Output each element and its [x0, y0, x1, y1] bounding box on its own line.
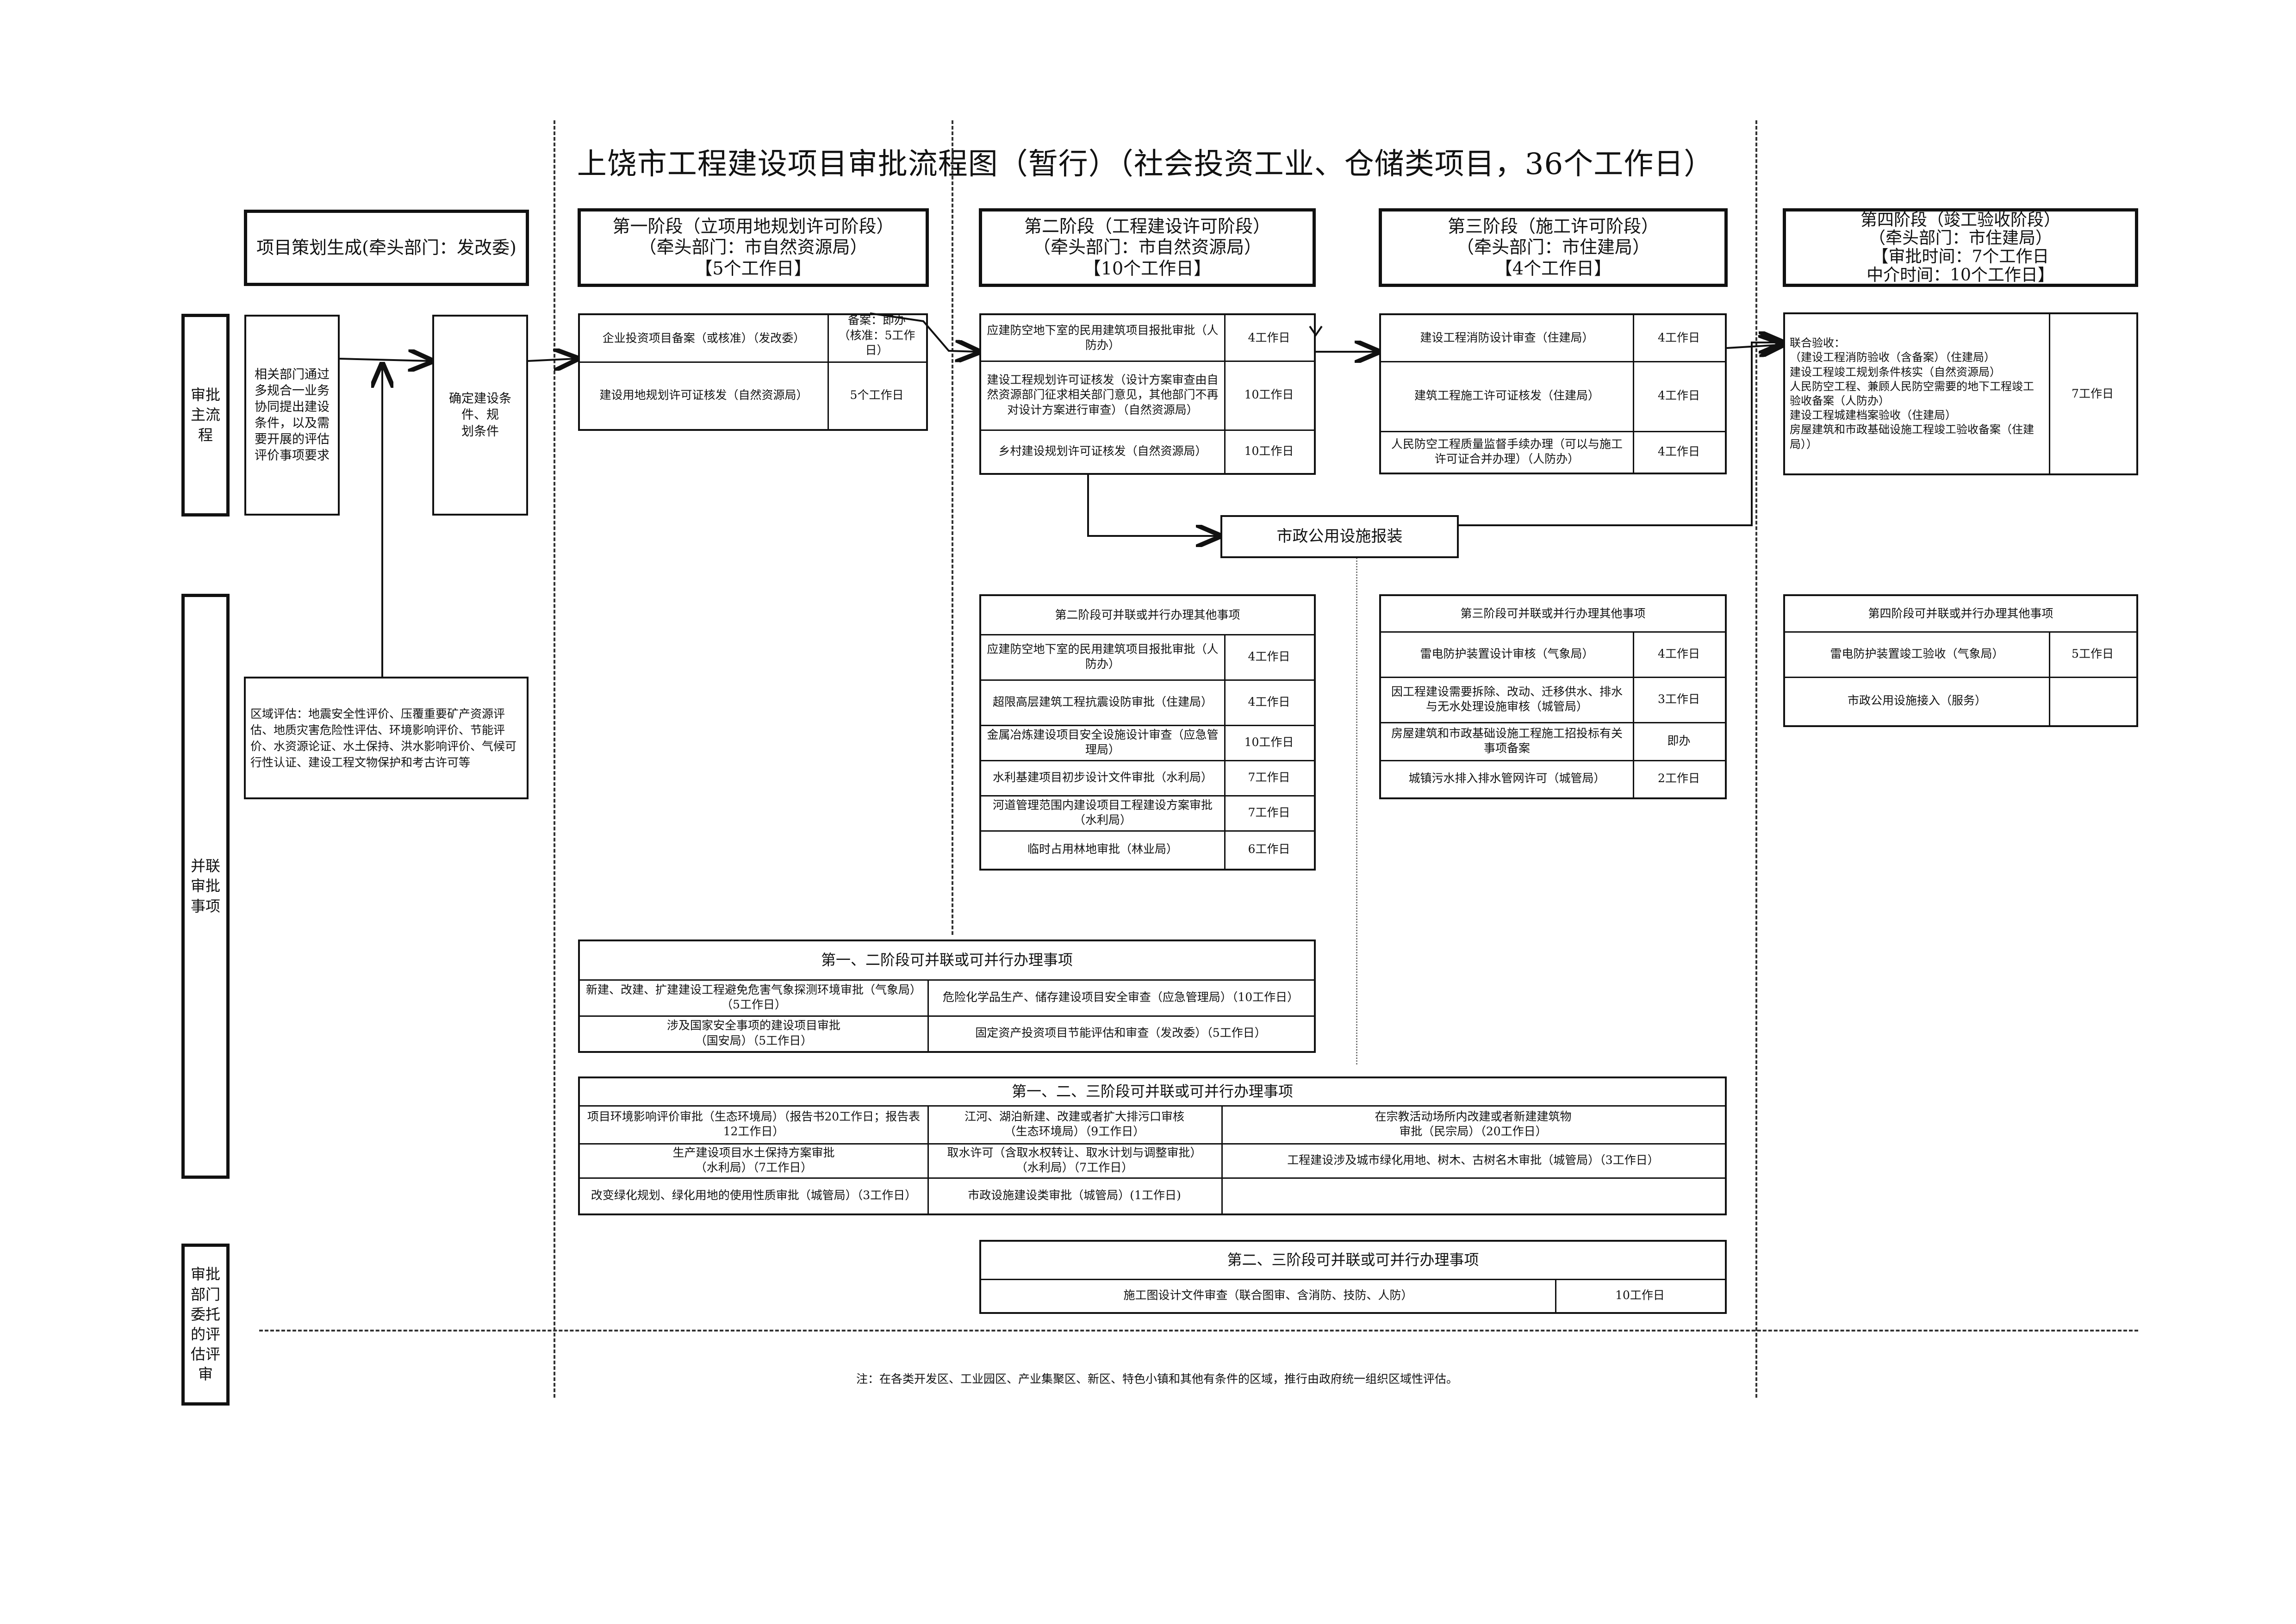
planning-coordination: 相关部门通过多规合一业务协同提出建设条件，以及需要开展的评估评价事项要求: [244, 315, 340, 516]
stage2-parallel-name: 超限高层建筑工程抗震设防审批（住建局）: [992, 695, 1213, 709]
divider-stage2: [952, 120, 953, 935]
stage4-header: 第四阶段（竣工验收阶段） （牵头部门：市住建局） 【审批时间：7个工作日 中介时…: [1783, 208, 2138, 287]
stage2-item-time: 10工作日: [1244, 388, 1294, 402]
stage3-parallel-name: 因工程建设需要拆除、改动、迁移供水、排水与无水处理设施审核（城管局）: [1391, 684, 1623, 714]
stage1-item-time: 备案：即办 （核准：5工作日）: [838, 313, 915, 357]
combined-12-item: 涉及国家安全事项的建设项目审批 （国安局）（5工作日）: [666, 1019, 840, 1047]
stage2-parallel-name: 应建防空地下室的民用建筑项目报批审批（人防办）: [987, 642, 1219, 671]
combined-12-item: 固定资产投资项目节能评估和审查（发改委）（5工作日）: [975, 1026, 1266, 1040]
stage2-parallel-header: 第二阶段可并联或并行办理其他事项: [1055, 608, 1240, 622]
stage3-parallel-time: 4工作日: [1658, 647, 1700, 660]
stage2-parallel-table: 第二阶段可并联或并行办理其他事项 应建防空地下室的民用建筑项目报批审批（人防办）…: [979, 594, 1316, 871]
stage2-parallel-time: 4工作日: [1248, 649, 1290, 663]
stage2-parallel-time: 7工作日: [1248, 770, 1290, 784]
stage1-item-name: 建设用地规划许可证核发（自然资源局）: [599, 388, 808, 402]
stage2-header: 第二阶段（工程建设许可阶段） （牵头部门：市自然资源局） 【10个工作日】: [979, 208, 1316, 287]
stage3-item-time: 4工作日: [1658, 444, 1700, 458]
stage2-parallel-name: 水利基建项目初步设计文件审批（水利局）: [992, 770, 1213, 784]
stage3-header: 第三阶段（施工许可阶段） （牵头部门：市住建局） 【4个工作日】: [1379, 208, 1728, 287]
stage3-item-name: 建筑工程施工许可证核发（住建局）: [1414, 389, 1599, 403]
combined-123-item: 改变绿化规划、绿化用地的使用性质审批（城管局）（3工作日）: [591, 1188, 917, 1202]
stage1-header: 第一阶段（立项用地规划许可阶段） （牵头部门：市自然资源局） 【5个工作日】: [578, 208, 929, 287]
divider-stage3: [1356, 528, 1357, 1064]
combined-123-table: 第一、二、三阶段可并联或可并行办理事项 项目环境影响评价审批（生态环境局）（报告…: [578, 1076, 1727, 1215]
stage2-parallel-name: 金属冶炼建设项目安全设施设计审查（应急管理局）: [987, 728, 1219, 757]
planning-conditions: 确定建设条件、规 划条件: [432, 315, 528, 516]
combined-123-item: 江河、湖泊新建、改建或者扩大排污口审核 （生态环境局）（9工作日）: [964, 1109, 1184, 1139]
stage4-parallel-name: 雷电防护装置竣工验收（气象局）: [1830, 647, 2004, 660]
footnote: 注：在各类开发区、工业园区、产业集聚区、新区、特色小镇和其他有条件的区域，推行由…: [856, 1372, 1458, 1386]
stage2-parallel-time: 6工作日: [1248, 842, 1290, 856]
stage2-item-name: 乡村建设规划许可证核发（自然资源局）: [998, 444, 1207, 458]
stage2-item-time: 4工作日: [1248, 330, 1290, 344]
combined-123-item: [1221, 1177, 1725, 1213]
combined-23-table: 第二、三阶段可并联或可并行办理事项 施工图设计文件审查（联合图审、含消防、技防、…: [979, 1240, 1727, 1314]
label-entrusted: 审批 部门 委托 的评 估评 审: [181, 1244, 230, 1406]
stage3-table: 建设工程消防设计审查（住建局） 4工作日 建筑工程施工许可证核发（住建局） 4工…: [1379, 313, 1727, 474]
combined-12-header: 第一、二阶段可并联或可并行办理事项: [821, 951, 1073, 969]
combined-123-item: 工程建设涉及城市绿化用地、树木、古树名木审批（城管局）（3工作日）: [1287, 1153, 1659, 1167]
stage3-parallel-time: 3工作日: [1658, 692, 1700, 706]
stage4-joint-acceptance: 联合验收： （建设工程消防验收（含备案）（住建局） 建设工程竣工规划条件核实（自…: [1790, 336, 2034, 451]
stage3-parallel-header: 第三阶段可并联或并行办理其他事项: [1460, 606, 1646, 620]
label-main-flow: 审批 主流 程: [181, 314, 230, 516]
divider-bottom: [259, 1330, 2138, 1332]
planning-regional-eval: 区域评估：地震安全性评价、压覆重要矿产资源评估、地质灾害危险性评估、环境影响评价…: [244, 677, 529, 799]
arrow-stage3-to-stage4: [1726, 345, 1781, 348]
stage3-item-name: 建设工程消防设计审查（住建局）: [1420, 331, 1594, 345]
stage2-parallel-time: 4工作日: [1248, 695, 1290, 709]
combined-12-table: 第一、二阶段可并联或可并行办理事项 新建、改建、扩建建设工程避免危害气象探测环境…: [578, 940, 1316, 1053]
stage4-joint-time: 7工作日: [2072, 386, 2114, 400]
stage3-item-time: 4工作日: [1658, 389, 1700, 403]
planning-header: 项目策划生成(牵头部门：发改委): [244, 210, 529, 286]
stage2-item-time: 10工作日: [1244, 444, 1294, 458]
stage2-item-name: 应建防空地下室的民用建筑项目报批审批（人防办）: [987, 323, 1219, 352]
arrow-coordination-to-conditions: [339, 359, 430, 361]
stage2-parallel-name: 临时占用林地审批（林业局）: [1027, 842, 1178, 856]
combined-23-header: 第二、三阶段可并联或可并行办理事项: [1227, 1251, 1479, 1269]
stage1-item-name: 企业投资项目备案（或核准）（发改委）: [602, 331, 805, 345]
stage2-parallel-time: 7工作日: [1248, 805, 1290, 819]
stage2-parallel-time: 10工作日: [1244, 735, 1294, 749]
arrow-stage2-to-municipal: [1087, 475, 1218, 536]
combined-123-item: 生产建设项目水土保持方案审批 （水利局）（7工作日）: [672, 1145, 835, 1175]
combined-23-time: 10工作日: [1615, 1288, 1665, 1302]
stage4-parallel-time: 5工作日: [2072, 647, 2114, 660]
stage3-parallel-table: 第三阶段可并联或并行办理其他事项 雷电防护装置设计审核（气象局） 4工作日 因工…: [1379, 594, 1727, 799]
stage4-parallel-table: 第四阶段可并联或并行办理其他事项 雷电防护装置竣工验收（气象局） 5工作日 市政…: [1783, 594, 2138, 727]
stage2-table: 应建防空地下室的民用建筑项目报批审批（人防办） 4工作日 建设工程规划许可证核发…: [979, 313, 1316, 475]
stage1-item-time: 5个工作日: [850, 388, 904, 402]
stage3-parallel-time: 2工作日: [1658, 772, 1700, 785]
combined-123-item: 取水许可（含取水权转让、取水计划与调整审批） （水利局）（7工作日）: [947, 1145, 1202, 1175]
stage4-table: 联合验收： （建设工程消防验收（含备案）（住建局） 建设工程竣工规划条件核实（自…: [1783, 312, 2138, 475]
combined-123-item: 在宗教活动场所内改建或者新建建筑物 审批（民宗局）（20工作日）: [1375, 1109, 1572, 1139]
stage3-parallel-name: 城镇污水排入排水管网许可（城管局）: [1408, 772, 1605, 785]
arrow-planning-to-stage1: [528, 359, 576, 361]
combined-123-item: 市政设施建设类审批（城管局）(1工作日): [968, 1188, 1181, 1202]
stage2-item-name: 建设工程规划许可证核发（设计方案审查由自然资源部门征求相关部门意见，其他部门不再…: [987, 373, 1219, 417]
stage3-parallel-name: 房屋建筑和市政基础设施工程施工招投标有关事项备案: [1391, 726, 1623, 755]
stage3-parallel-time: 即办: [1667, 734, 1691, 747]
divider-stage1: [554, 120, 555, 1398]
stage1-table: 企业投资项目备案（或核准）（发改委） 备案：即办 （核准：5工作日） 建设用地规…: [578, 313, 928, 431]
stage4-parallel-time: [2049, 677, 2136, 725]
combined-123-item: 项目环境影响评价审批（生态环境局）（报告书20工作日；报告表12工作日）: [587, 1109, 921, 1139]
municipal-utilities-box: 市政公用设施报装: [1220, 515, 1459, 558]
divider-stage4: [1755, 120, 1757, 1398]
stage2-parallel-name: 河道管理范围内建设项目工程建设方案审批（水利局）: [992, 798, 1213, 827]
stage4-parallel-name: 市政公用设施接入（服务）: [1847, 694, 1986, 708]
stage4-parallel-header: 第四阶段可并联或并行办理其他事项: [1868, 606, 2053, 620]
label-parallel: 并联 审批 事项: [181, 594, 230, 1179]
combined-12-item: 危险化学品生产、储存建设项目安全审查（应急管理局）（10工作日）: [942, 990, 1299, 1004]
combined-23-item: 施工图设计文件审查（联合图审、含消防、技防、人防）: [1123, 1288, 1413, 1302]
stage3-parallel-name: 雷电防护装置设计审核（气象局）: [1420, 647, 1594, 660]
stage3-item-time: 4工作日: [1658, 331, 1700, 345]
stage3-item-name: 人民防空工程质量监督手续办理（可以与施工许可证合并办理）（人防办）: [1391, 437, 1623, 466]
combined-12-item: 新建、改建、扩建建设工程避免危害气象探测环境审批（气象局）（5工作日）: [585, 983, 921, 1012]
page-title: 上饶市工程建设项目审批流程图（暂行）（社会投资工业、仓储类项目，36个工作日）: [577, 147, 1714, 181]
combined-123-header: 第一、二、三阶段可并联或可并行办理事项: [1011, 1083, 1293, 1101]
